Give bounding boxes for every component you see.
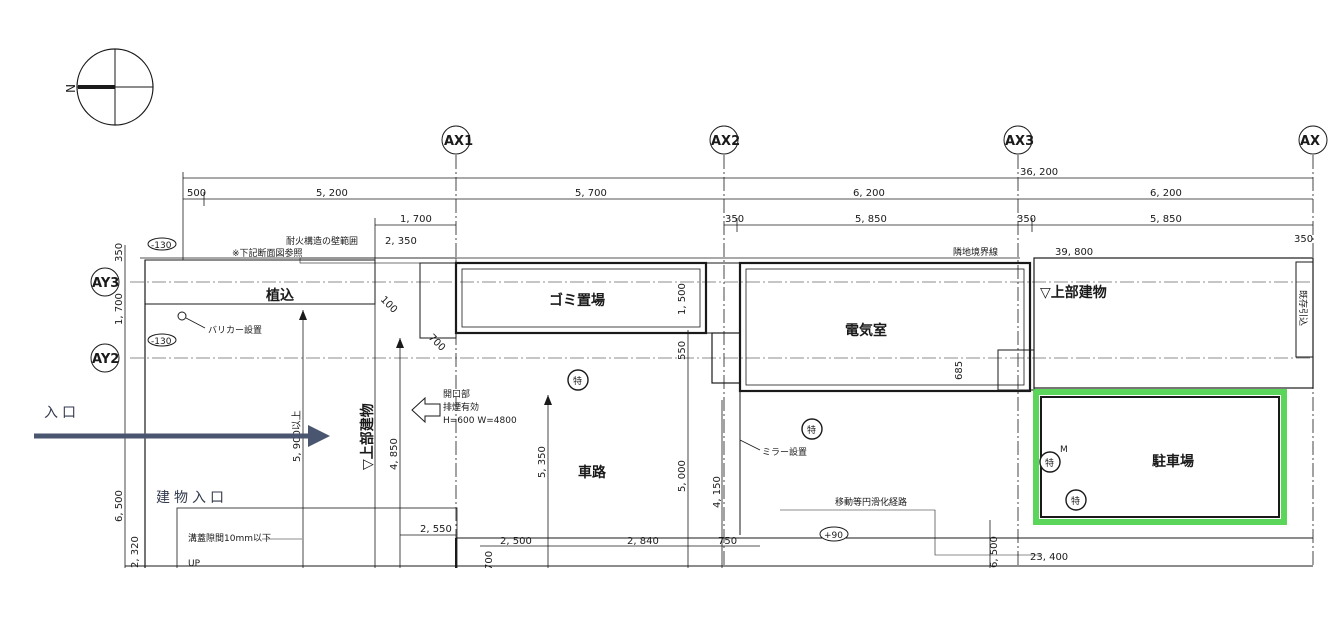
top-dimensions (140, 172, 1313, 600)
special-mark-4: 特 (1071, 495, 1080, 507)
building-entrance-label: 建物入口 (156, 490, 228, 506)
axis-ax4-label: AX (1300, 134, 1320, 149)
dim-v350: 350 (114, 243, 125, 262)
dim-5700: 5, 700 (575, 188, 607, 199)
upper-building-h: ▽上部建物 (1040, 284, 1107, 301)
opening-exhaust: 排煙有効 (443, 401, 479, 413)
north-compass: N (63, 48, 154, 126)
axis-ay3-label: AY3 (92, 276, 119, 291)
planting-label: 植込 (265, 287, 294, 304)
dim-v550: 550 (677, 341, 688, 360)
dim-h23400: 23, 400 (1030, 552, 1068, 563)
axis-ax3-label: AX3 (1005, 134, 1034, 149)
dim-v2320: 2, 320 (130, 536, 141, 568)
dim-d700: 700 (426, 332, 447, 353)
dim-v5350: 5, 350 (537, 446, 548, 478)
mirror-label: ミラー設置 (762, 446, 807, 458)
dim-350b: 350 (1017, 214, 1036, 225)
axis-markers: AX1 AX2 AX3 AX AY3 AY2 (90, 125, 1328, 600)
dim-v5000: 5, 000 (677, 460, 688, 492)
dim-h2550: 2, 550 (420, 524, 452, 535)
dim-v6500: 6, 500 (114, 490, 125, 522)
dim-v685: 685 (954, 361, 965, 380)
side-box-label: 既存引込 (1297, 290, 1309, 326)
dim-total: 36, 200 (1020, 167, 1058, 178)
dim-39800: 39, 800 (1055, 247, 1093, 258)
axis-ax2-label: AX2 (711, 134, 740, 149)
dim-v1500: 1, 500 (677, 283, 688, 315)
dim-5200: 5, 200 (316, 188, 348, 199)
room-parking: 駐車場 (1152, 453, 1194, 470)
groove-label: 溝蓋隙間10mm以下 (188, 532, 271, 544)
dim-350c: 350 (1294, 234, 1313, 245)
parking-highlight (1033, 389, 1287, 525)
dim-5850b: 5, 850 (1150, 214, 1182, 225)
dim-v1700: 1, 700 (114, 293, 125, 325)
dim-5850a: 5, 850 (855, 214, 887, 225)
opening-title: 開口部 (443, 388, 470, 400)
route-label: 移動等円滑化経路 (835, 496, 907, 508)
fireproof-label: 耐火構造の壁範囲 (286, 235, 358, 247)
axis-ax1-label: AX1 (444, 134, 473, 149)
special-mark-2: 特 (807, 424, 816, 436)
dim-500: 500 (187, 188, 206, 199)
entrance-label: 入口 (44, 405, 80, 421)
up-label: UP (188, 559, 201, 569)
dim-h2840: 2, 840 (627, 536, 659, 547)
room-garbage: ゴミ置場 (549, 292, 605, 309)
dim-6200b: 6, 200 (1150, 188, 1182, 199)
dim-v700: 700 (484, 551, 495, 570)
special-mark-m: M (1060, 445, 1068, 455)
opening-size: H=600 W=4800 (443, 416, 517, 426)
dim-6200a: 6, 200 (853, 188, 885, 199)
north-label: N (63, 84, 77, 93)
room-electric: 電気室 (845, 322, 887, 339)
c130b: -130 (151, 337, 172, 347)
special-mark-1: 特 (573, 375, 582, 387)
axis-ay2-label: AY2 (92, 352, 119, 367)
dim-350a: 350 (725, 214, 744, 225)
building-walls (144, 257, 1314, 601)
boundary-label: 隣地境界線 (953, 246, 998, 258)
c130a: -130 (151, 241, 172, 251)
dim-d100: 100 (378, 294, 399, 315)
dim-h2500: 2, 500 (500, 536, 532, 547)
dim-2350: 2, 350 (385, 236, 417, 247)
barricade-label: バリカー設置 (208, 324, 262, 336)
plus90-label: +90 (824, 531, 843, 541)
dim-v6500b: 6, 500 (989, 536, 1000, 568)
special-mark-3: 特 (1045, 457, 1054, 469)
dim-1700: 1, 700 (400, 214, 432, 225)
room-road: 車路 (578, 464, 607, 481)
dim-h750: 750 (718, 536, 737, 547)
dim-v4850: 4, 850 (389, 438, 400, 470)
dim-v4150: 4, 150 (712, 476, 723, 508)
upper-building-v: ▽上部建物 (359, 403, 376, 470)
see-section-label: ※下記断面図参照 (232, 247, 303, 259)
